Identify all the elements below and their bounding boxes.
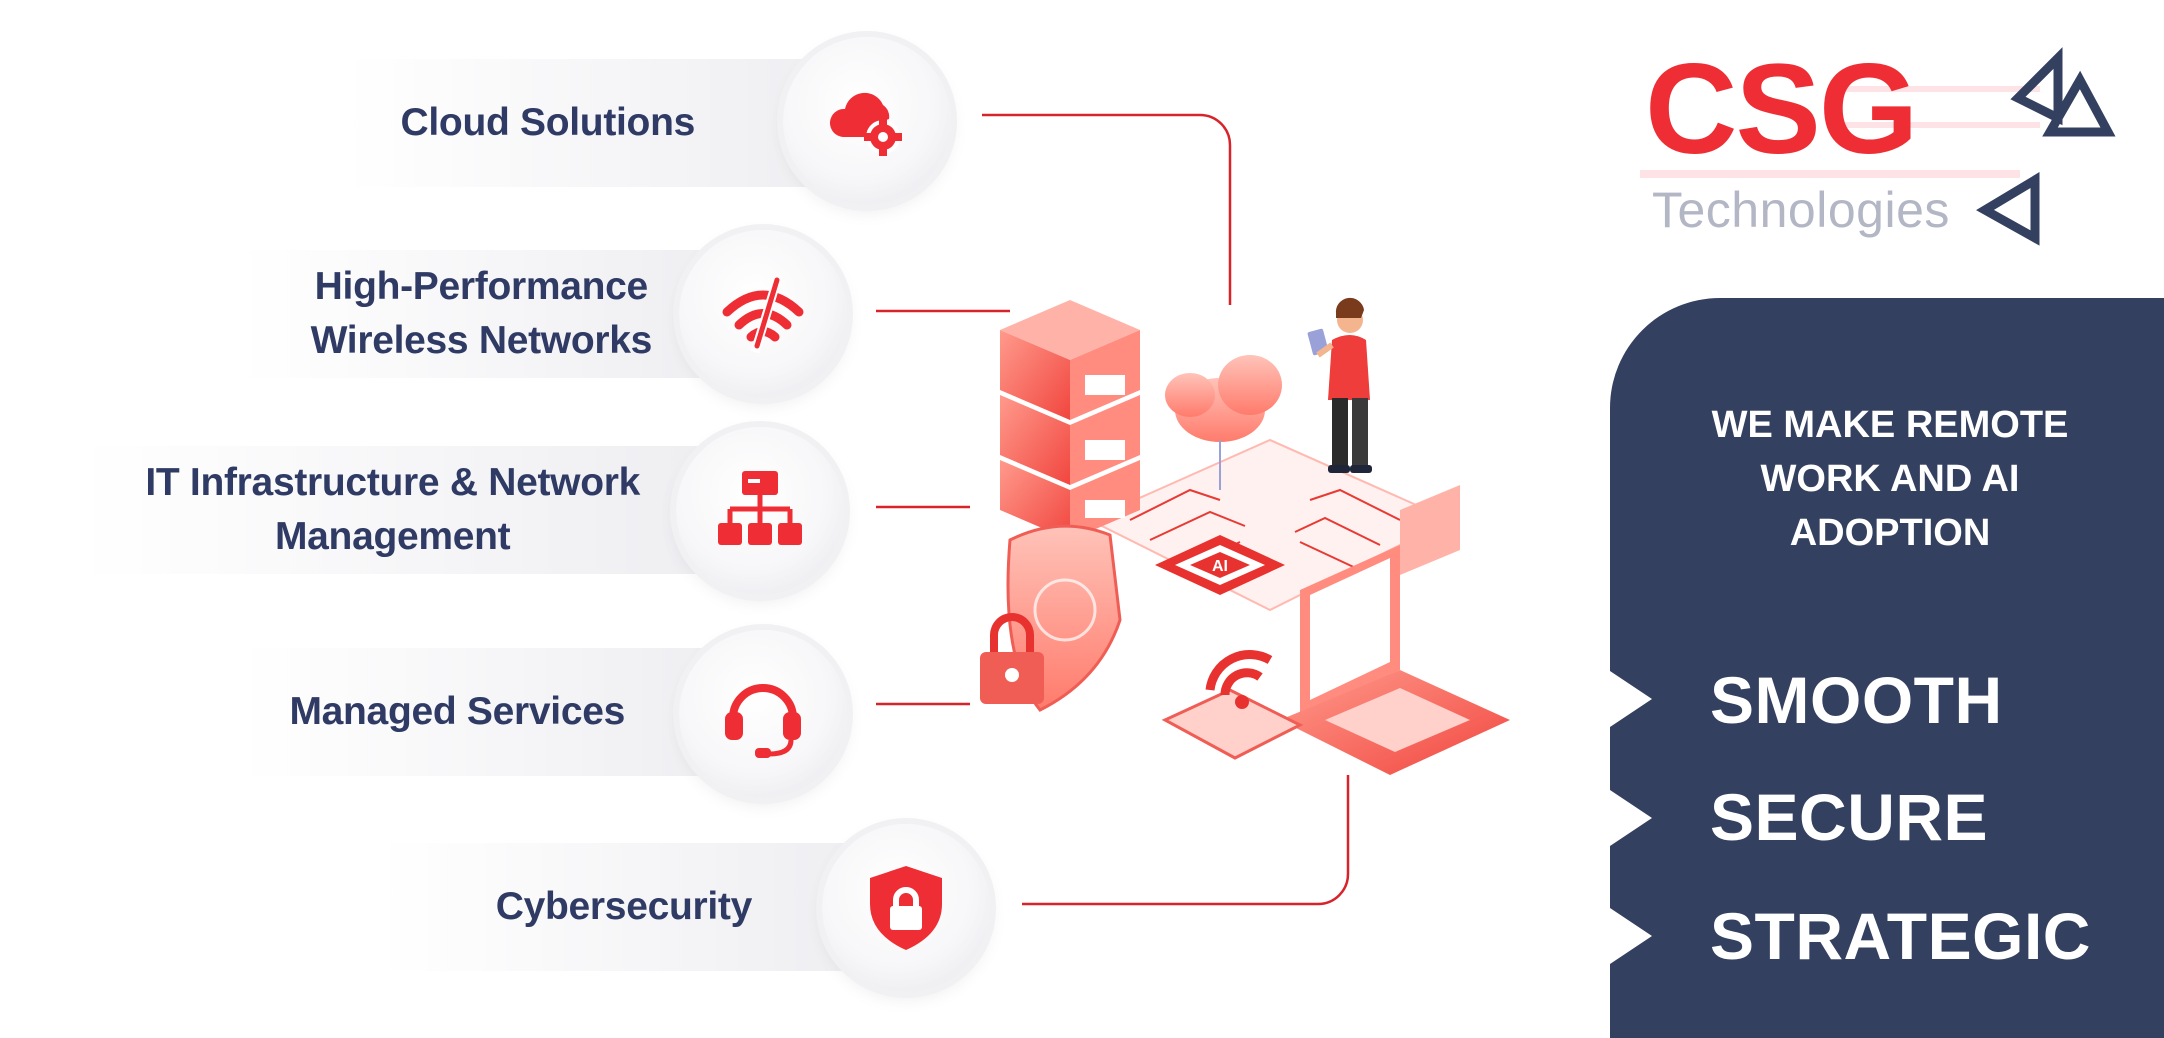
panel-notch-smooth <box>1610 671 1652 727</box>
service-icon-circle-cloud <box>783 37 951 205</box>
tagline-line-3: ADOPTION <box>1789 512 1991 554</box>
panel-tagline: WE MAKE REMOTE WORK AND AI ADOPTION <box>1660 398 2120 560</box>
router-illustration <box>1161 650 1304 760</box>
wifi-slash-icon <box>722 277 804 354</box>
service-label-it-infrastructure: IT Infrastructure & Network Management <box>145 456 640 564</box>
service-label-it-line2: Management <box>274 515 511 558</box>
laptop-illustration <box>1280 485 1510 775</box>
network-hierarchy-icon <box>718 471 802 545</box>
shield-lock-icon <box>870 866 942 950</box>
tagline-line-2: WORK AND AI <box>1760 458 2020 500</box>
slogan-word-smooth: SMOOTH <box>1710 663 2003 737</box>
service-label-wireless-networks: High-Performance Wireless Networks <box>310 260 653 368</box>
logo-subtitle: Technologies <box>1652 182 1950 238</box>
service-label-wireless-line1: High-Performance <box>314 265 649 308</box>
ai-technology-illustration: AI <box>980 297 1510 775</box>
cloud-illustration <box>1165 355 1282 490</box>
service-icon-circle-infrastructure <box>676 427 844 595</box>
tagline-line-1: WE MAKE REMOTE <box>1711 404 2069 446</box>
slogan-word-secure: SECURE <box>1710 780 1989 854</box>
cloud-gear-icon <box>829 92 902 156</box>
slogan-panel <box>1610 298 2164 1038</box>
panel-notch-strategic <box>1610 908 1652 964</box>
service-label-it-line1: IT Infrastructure & Network <box>145 461 640 504</box>
service-label-managed-services: Managed Services <box>289 690 625 733</box>
headset-icon <box>725 684 801 758</box>
logo-brand: CSG <box>1645 38 1918 181</box>
service-icon-circle-wireless <box>679 230 847 398</box>
service-label-wireless-line2: Wireless Networks <box>310 319 653 362</box>
server-stack-illustration <box>1000 300 1140 540</box>
svg-text:AI: AI <box>1212 558 1228 575</box>
service-icon-circle-cybersecurity <box>822 824 990 992</box>
panel-notch-secure <box>1610 790 1652 846</box>
service-label-cloud-solutions: Cloud Solutions <box>400 101 696 144</box>
padlock-illustration <box>980 613 1044 704</box>
logo-decoration <box>1640 47 2116 246</box>
ai-chip-illustration: AI <box>1155 535 1285 595</box>
slogan-word-strategic: STRATEGIC <box>1710 899 2091 973</box>
person-illustration <box>1307 297 1372 473</box>
service-icon-circle-managed <box>679 630 847 798</box>
service-label-cybersecurity: Cybersecurity <box>495 885 753 928</box>
